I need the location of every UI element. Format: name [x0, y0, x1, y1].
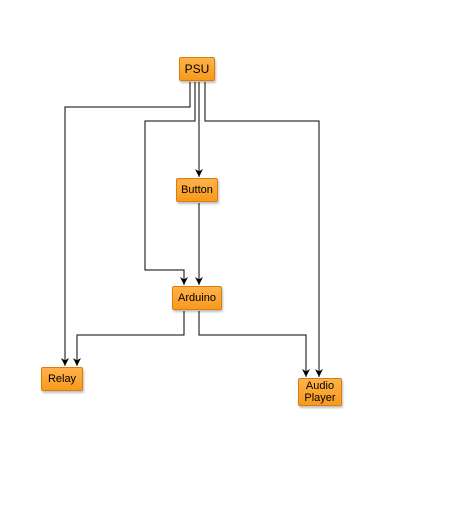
node-button[interactable]: Button	[176, 178, 218, 202]
node-label: PSU	[184, 62, 210, 76]
node-relay[interactable]: Relay	[41, 367, 83, 391]
node-label: Button	[181, 184, 213, 196]
node-psu[interactable]: PSU	[179, 57, 215, 81]
edge-psu-arduino	[144, 82, 196, 285]
edge-psu-relay	[61, 82, 191, 366]
node-label: Relay	[47, 373, 77, 385]
node-label: Arduino	[178, 292, 216, 304]
node-arduino[interactable]: Arduino	[172, 286, 222, 310]
edge-arduino-audio-player	[198, 311, 310, 377]
node-label: Audio Player	[304, 380, 336, 404]
edge-arduino-relay	[73, 311, 185, 366]
node-audio-player[interactable]: Audio Player	[298, 378, 342, 406]
edge-psu-audio-player	[204, 82, 323, 377]
